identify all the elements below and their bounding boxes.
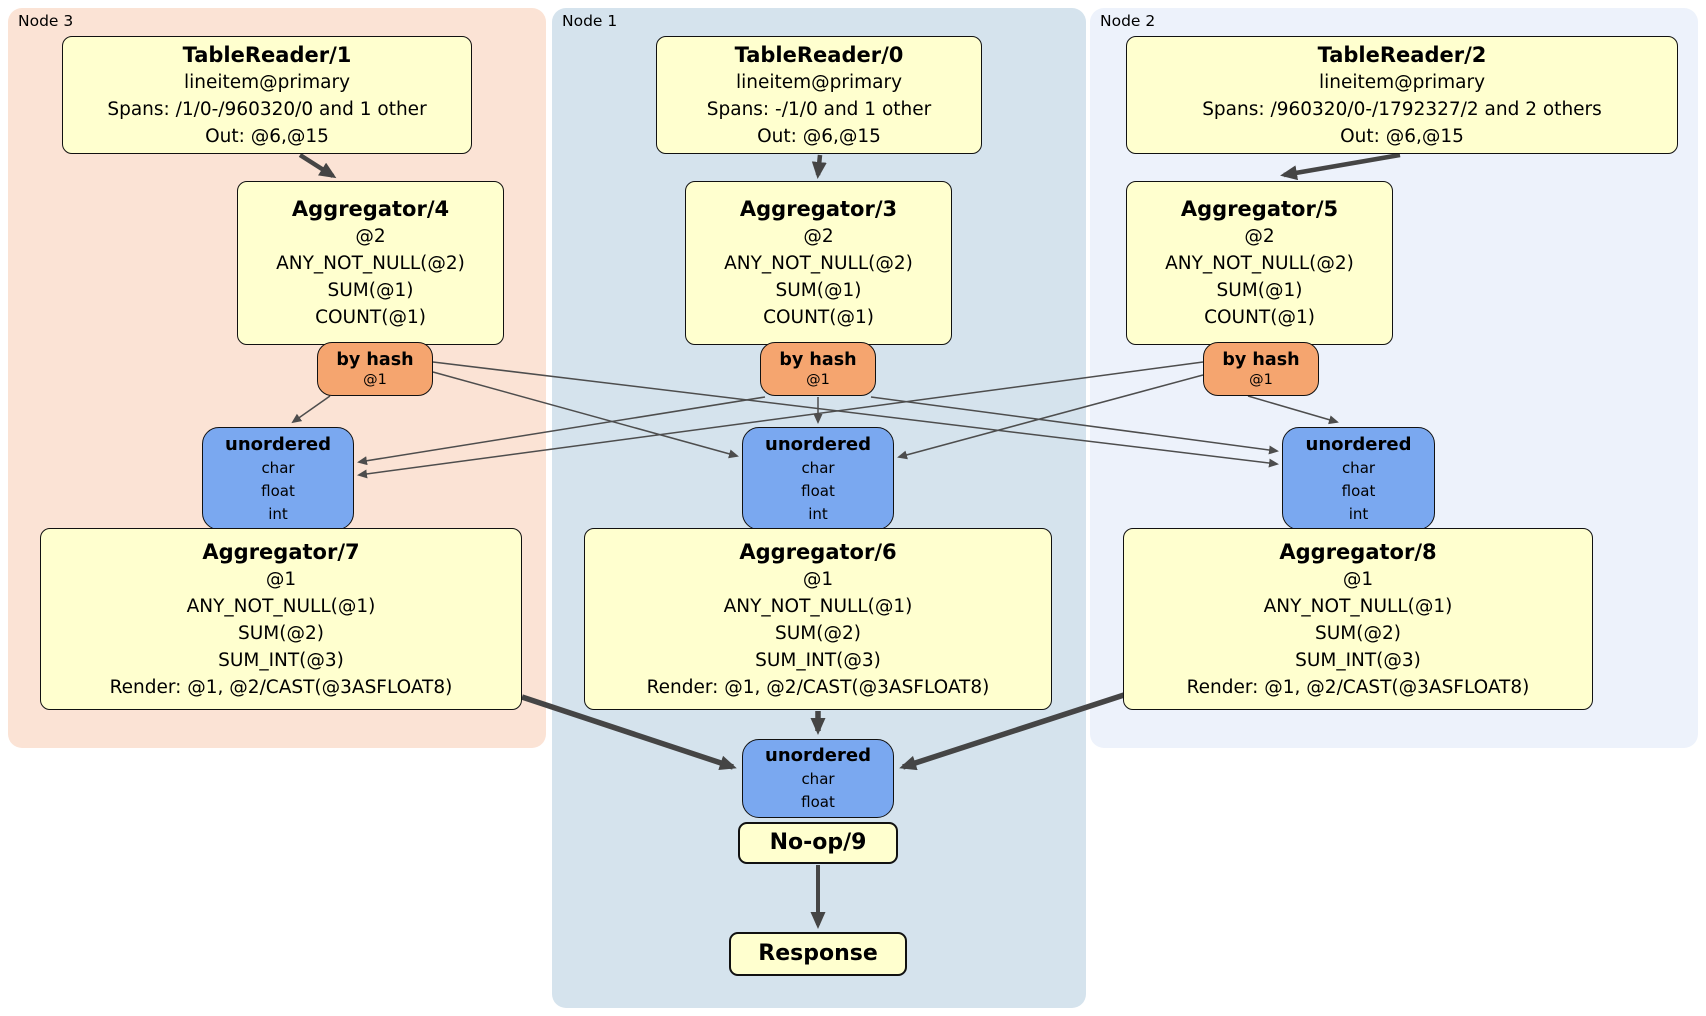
edge-bh2-un3 (357, 361, 1204, 479)
table-reader-box: TableReader/1 lineitem@primary Spans: /1… (62, 36, 472, 154)
edge-bh3-un2 (432, 361, 1279, 468)
unordered-sync: unordered char float int (1282, 427, 1435, 530)
edge-bh1-un3 (357, 396, 766, 466)
aggregator-box: Aggregator/8 @1 ANY_NOT_NULL(@1) SUM(@2)… (1123, 528, 1593, 710)
aggregator-box: Aggregator/6 @1 ANY_NOT_NULL(@1) SUM(@2)… (584, 528, 1052, 710)
operator-title: Aggregator/4 (291, 197, 450, 221)
operator-title: TableReader/0 (734, 42, 904, 67)
edge-bh3-un1 (432, 371, 739, 459)
noop-box: No-op/9 (738, 822, 898, 864)
operator-title: TableReader/2 (1317, 42, 1487, 67)
edge-agg8-unout (899, 692, 1125, 771)
unordered-sync: unordered char float int (202, 427, 354, 530)
operator-title: Aggregator/7 (202, 539, 360, 564)
aggregator-box: Aggregator/4 @2 ANY_NOT_NULL(@2) SUM(@1)… (237, 181, 504, 345)
node-label-2: Node 2 (1100, 12, 1156, 30)
aggregator-box: Aggregator/5 @2 ANY_NOT_NULL(@2) SUM(@1)… (1126, 181, 1393, 345)
table-reader-box: TableReader/0 lineitem@primary Spans: -/… (656, 36, 982, 154)
aggregator-box: Aggregator/7 @1 ANY_NOT_NULL(@1) SUM(@2)… (40, 528, 522, 710)
node-label-1: Node 1 (562, 12, 618, 30)
operator-title: TableReader/1 (182, 42, 352, 67)
edge-agg7-unout (521, 694, 737, 771)
operator-title: Aggregator/6 (739, 539, 897, 564)
operator-title: Aggregator/3 (739, 197, 898, 221)
hash-router: by hash @1 (760, 342, 876, 396)
edge-tr0-agg3 (811, 154, 827, 179)
unordered-sync: unordered char float int (742, 427, 894, 530)
edge-tr2-agg5 (1280, 152, 1401, 181)
operator-title: Aggregator/8 (1279, 539, 1437, 564)
operator-title: Aggregator/5 (1180, 197, 1339, 221)
table-reader-box: TableReader/2 lineitem@primary Spans: /9… (1126, 36, 1678, 154)
edge-bh3-un3 (291, 395, 331, 424)
aggregator-box: Aggregator/3 @2 ANY_NOT_NULL(@2) SUM(@1)… (685, 181, 952, 345)
edge-bh2-un2 (1247, 395, 1339, 425)
edge-bh2-un1 (897, 374, 1204, 460)
edge-tr1-agg4 (298, 153, 337, 179)
response-box: Response (729, 932, 907, 976)
hash-router: by hash @1 (317, 342, 433, 396)
unordered-sync-output: unordered char float (742, 739, 894, 818)
node-label-3: Node 3 (18, 12, 74, 30)
hash-router: by hash @1 (1203, 342, 1319, 396)
edge-bh1-un2 (870, 396, 1279, 455)
